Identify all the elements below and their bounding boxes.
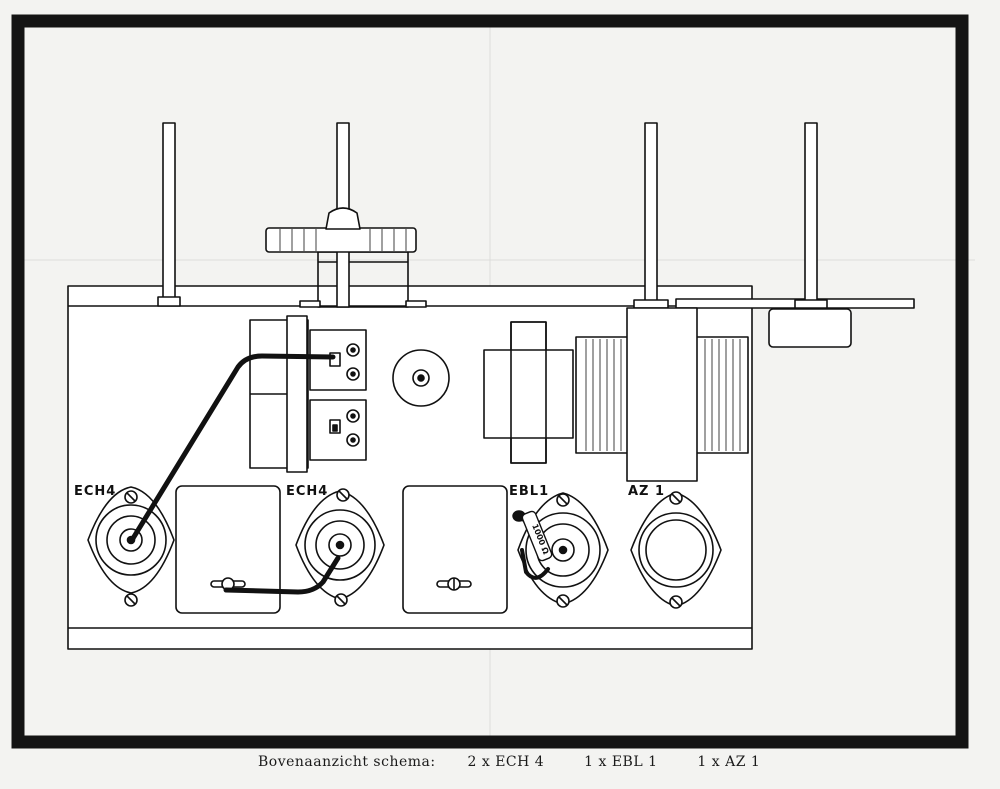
power-transformer-core — [626, 307, 698, 482]
caption-item-ebl1: 1 x EBL 1 — [584, 754, 658, 770]
pointer-knob — [768, 308, 852, 348]
if-transformer-frame — [286, 315, 308, 473]
caption-title: Bovenaanzicht schema: — [258, 754, 436, 770]
tube-label-az1: AZ 1 — [628, 484, 666, 499]
wire-grid-2 — [223, 555, 341, 595]
shaft-3 — [644, 122, 658, 309]
wire-resistor-lead — [520, 548, 550, 580]
bracket-foot-left — [299, 300, 321, 308]
shaft-3-bushing — [633, 299, 669, 309]
tube-label-ebl1: EBL1 — [509, 484, 550, 499]
caption: Bovenaanzicht schema: 2 x ECH 4 1 x EBL … — [258, 754, 760, 770]
caption-item-az1: 1 x AZ 1 — [697, 754, 761, 770]
border-frame — [11, 14, 969, 749]
screening-can-2 — [402, 485, 508, 614]
shaft-4-bushing — [794, 299, 828, 309]
wire-grid-1 — [129, 353, 336, 543]
tube-label-ech4-1: ECH4 — [74, 484, 117, 499]
shaft-4 — [804, 122, 818, 309]
screening-can-1 — [175, 485, 281, 614]
shaft-1 — [162, 122, 176, 301]
resistor-1000-ohm — [512, 510, 553, 562]
dial-wheel — [265, 227, 417, 253]
dial-knob — [325, 207, 361, 230]
shaft-1-bushing — [157, 296, 181, 307]
power-transformer-coil-left — [575, 336, 629, 454]
caption-item-ech4: 2 x ECH 4 — [467, 754, 545, 770]
output-transformer-core — [483, 349, 574, 439]
bracket-foot-right — [405, 300, 427, 308]
tube-label-ech4-2: ECH4 — [286, 484, 329, 499]
